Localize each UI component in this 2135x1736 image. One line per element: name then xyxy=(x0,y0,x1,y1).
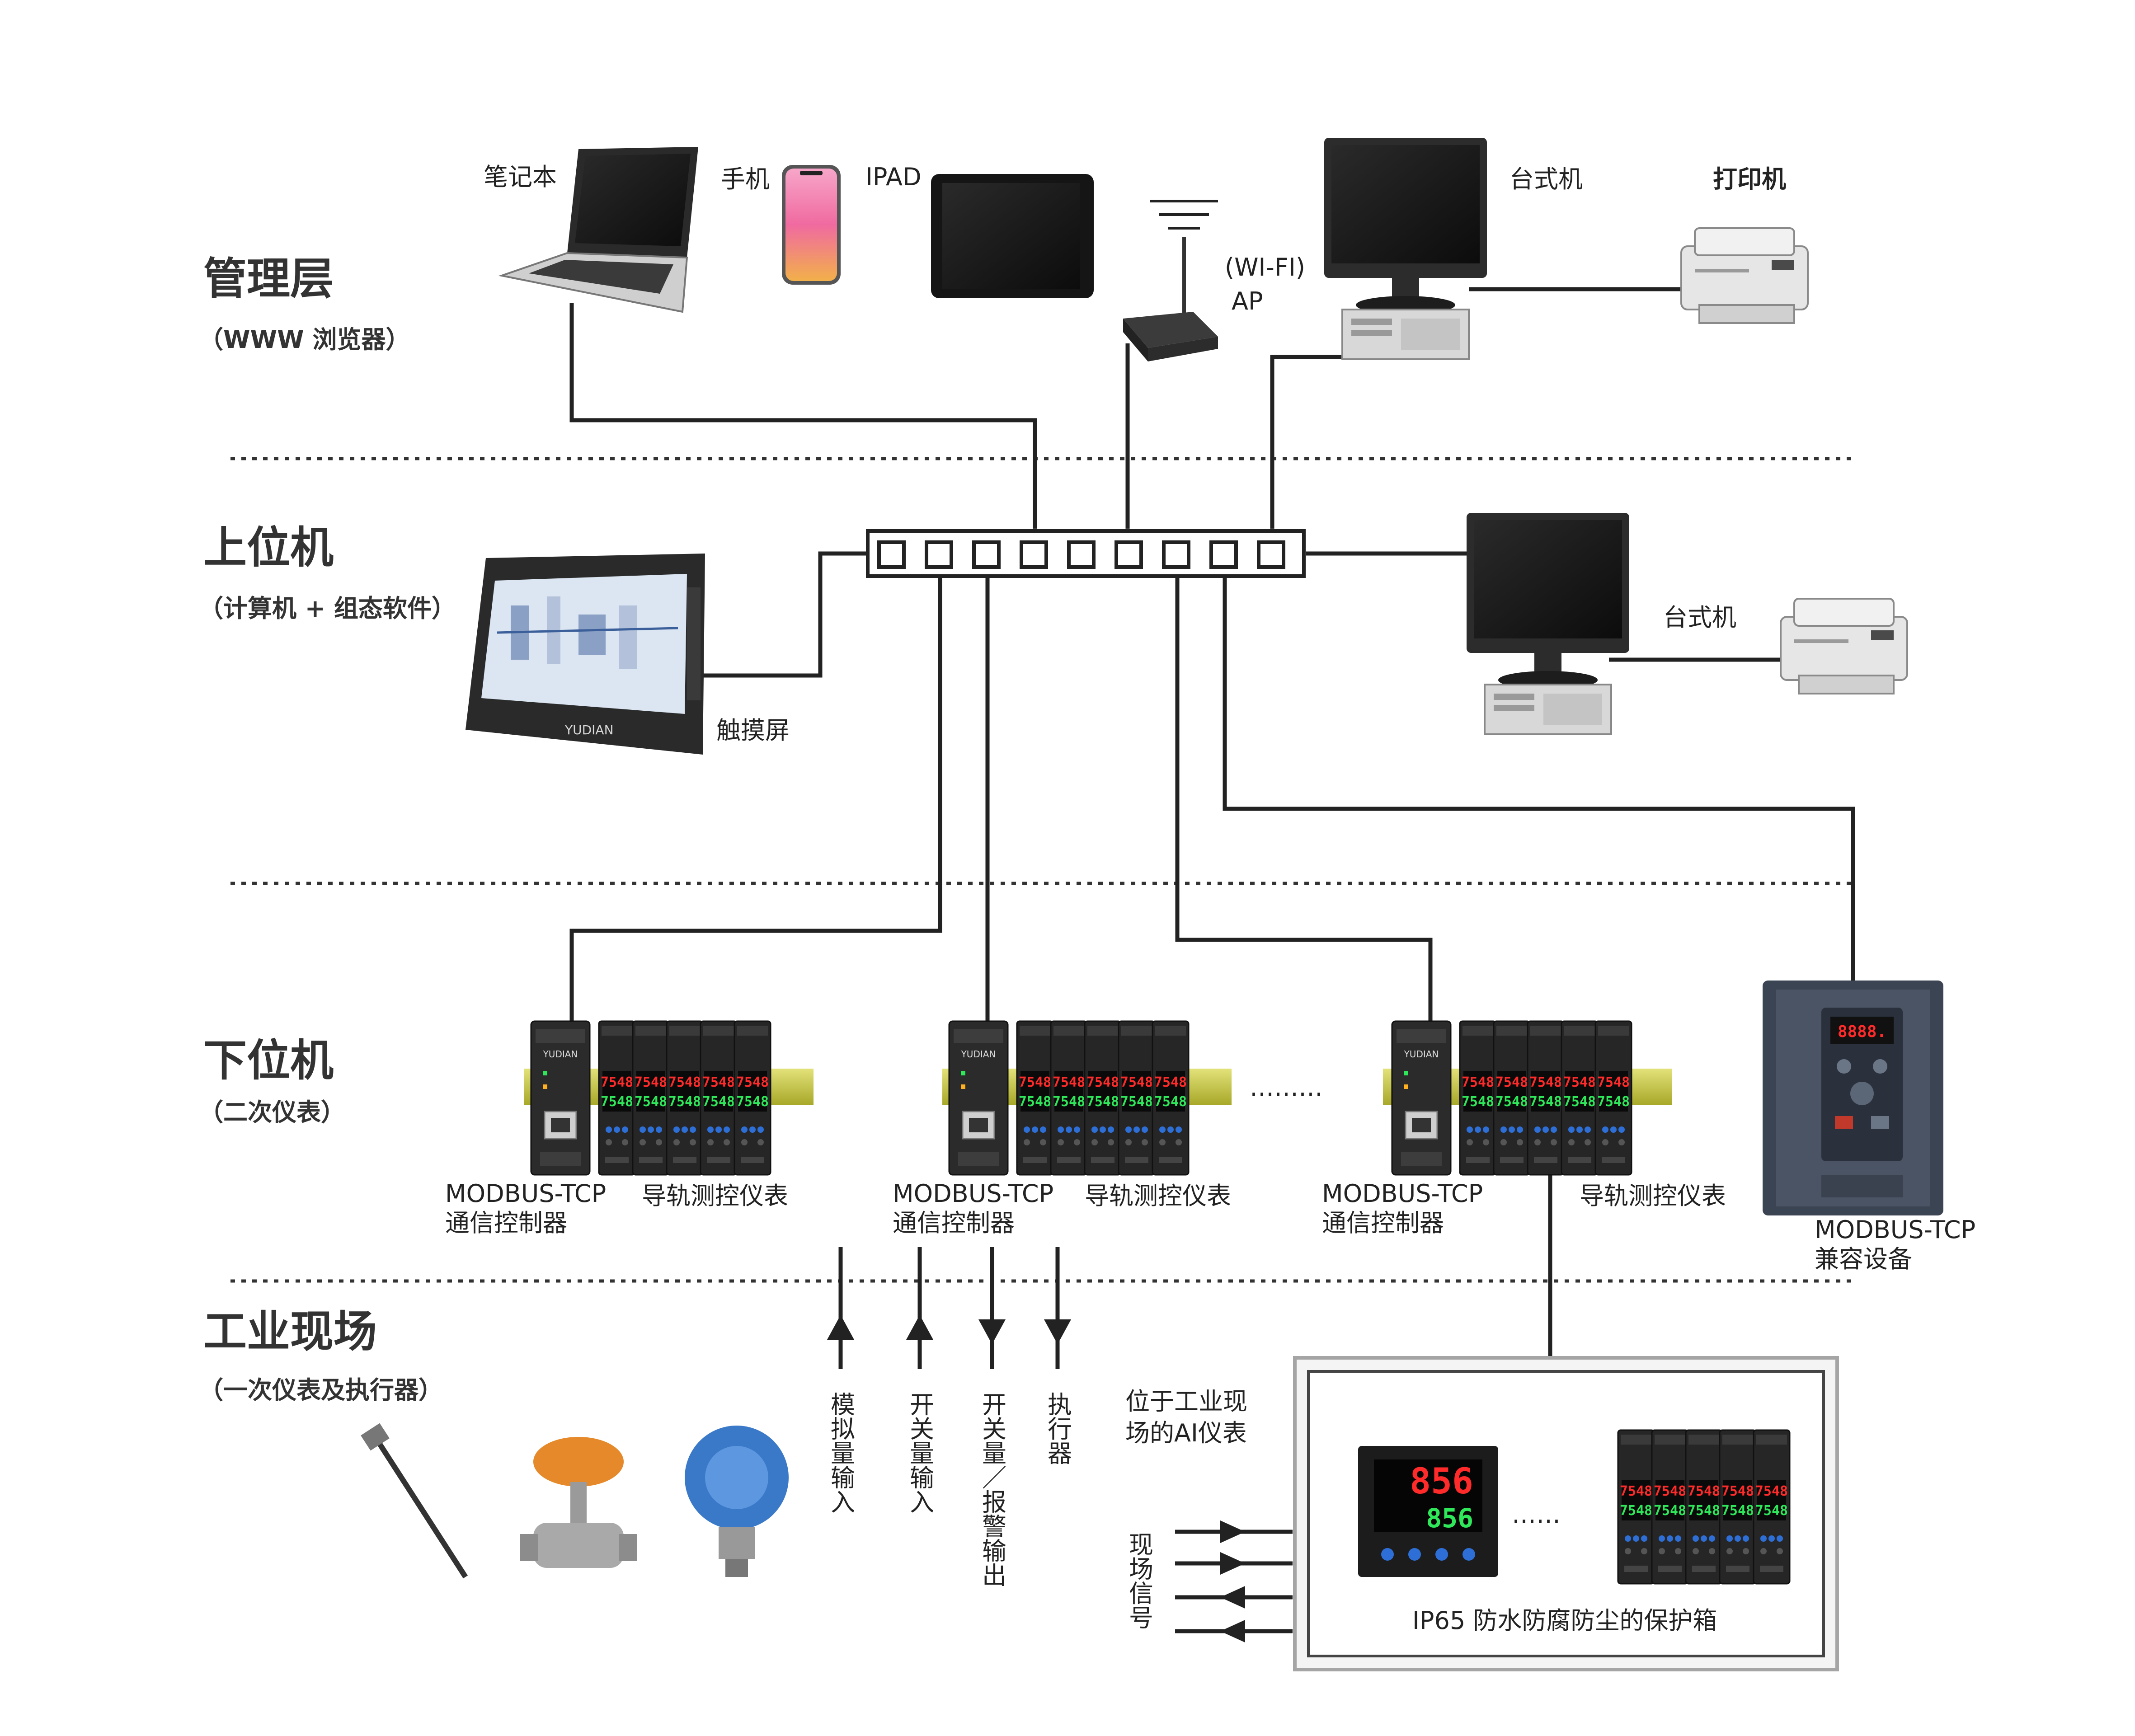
signal-actuator: 执行器 xyxy=(1044,1392,1072,1465)
label-field-signal: 现场信号 xyxy=(1125,1532,1153,1629)
label-ctrl2-line1: MODBUS-TCP xyxy=(893,1179,1053,1208)
label-ctrl3-line2: 通信控制器 xyxy=(1322,1209,1444,1237)
label-printer: 打印机 xyxy=(1713,165,1786,193)
ai-panel-meter-icon: 856 856 xyxy=(1358,1446,1498,1577)
label-ap-line1: (WI-FI) xyxy=(1225,253,1305,282)
signal-arrows xyxy=(827,1247,1071,1369)
layer-subtitle-field: （一次仪表及执行器） xyxy=(199,1376,443,1404)
label-desktop-top: 台式机 xyxy=(1510,165,1583,193)
label-ctrl1-line2: 通信控制器 xyxy=(445,1209,567,1237)
control-valve-icon xyxy=(520,1437,637,1568)
label-ai-line2: 场的AI仪表 xyxy=(1125,1419,1247,1447)
label-rail1: 导轨测控仪表 xyxy=(642,1182,788,1210)
label-compat-line1: MODBUS-TCP xyxy=(1815,1215,1975,1244)
layer-title-management: 管理层 xyxy=(203,253,334,304)
layer-title-field: 工业现场 xyxy=(203,1306,377,1357)
inverter-icon: 8888. xyxy=(1763,981,1943,1215)
laptop-icon xyxy=(498,147,698,313)
label-ctrl2-line2: 通信控制器 xyxy=(893,1209,1015,1237)
label-ctrl1-line1: MODBUS-TCP xyxy=(445,1179,606,1208)
layer-subtitle-lower: （二次仪表） xyxy=(199,1098,345,1126)
label-ctrl3-line1: MODBUS-TCP xyxy=(1322,1179,1483,1208)
thermocouple-probe-icon xyxy=(361,1423,468,1579)
label-compat-line2: 兼容设备 xyxy=(1815,1245,1912,1273)
label-ap-line2: AP xyxy=(1232,287,1263,315)
label-phone: 手机 xyxy=(721,165,770,193)
layer-subtitle-host: （计算机 + 组态软件） xyxy=(199,594,456,623)
label-ai-line1: 位于工业现 xyxy=(1125,1387,1247,1416)
label-ipad: IPAD xyxy=(865,163,922,191)
layer-subtitle-management: （WWW 浏览器） xyxy=(199,325,410,354)
network-switch xyxy=(866,529,1306,578)
ipad-icon xyxy=(931,174,1094,298)
printer-icon xyxy=(1680,227,1809,324)
wifi-ap-icon xyxy=(1123,200,1218,361)
box-dots: …… xyxy=(1512,1500,1561,1529)
pressure-transmitter-icon xyxy=(685,1426,789,1577)
phone-icon xyxy=(782,165,841,285)
controller-group-2 xyxy=(942,1020,1232,1176)
field-signal-arrows xyxy=(1175,1520,1293,1642)
label-desktop-mid: 台式机 xyxy=(1663,603,1736,632)
desktop-computer-icon xyxy=(1323,137,1488,360)
touchscreen-icon: YUDIAN xyxy=(466,554,705,755)
label-box-caption: IP65 防水防腐防尘的保护箱 xyxy=(1412,1606,1717,1635)
label-rail3: 导轨测控仪表 xyxy=(1580,1182,1726,1210)
box-rail-meters xyxy=(1617,1429,1791,1585)
desktop-computer-icon-mid xyxy=(1466,512,1630,735)
label-touchscreen: 触摸屏 xyxy=(716,716,790,745)
printer-icon-mid xyxy=(1780,598,1908,694)
touchscreen-brand: YUDIAN xyxy=(564,723,614,737)
ai-sv-readout: 856 xyxy=(1426,1503,1473,1534)
layer-title-host: 上位机 xyxy=(203,522,334,573)
label-laptop: 笔记本 xyxy=(484,163,557,191)
layer-title-lower: 下位机 xyxy=(203,1035,334,1086)
controller-group-1 xyxy=(524,1020,814,1176)
signal-switch-input: 开关量输入 xyxy=(906,1392,934,1514)
inverter-display: 8888. xyxy=(1838,1023,1886,1041)
signal-analog-input: 模拟量输入 xyxy=(827,1392,855,1514)
signal-switch-alarm-output: 开关量／报警输出 xyxy=(978,1392,1006,1587)
label-rail2: 导轨测控仪表 xyxy=(1085,1182,1231,1210)
network-wires xyxy=(569,287,1855,1446)
group-ellipsis: ……… xyxy=(1250,1073,1323,1102)
controller-group-3 xyxy=(1383,1020,1672,1176)
ai-pv-readout: 856 xyxy=(1410,1461,1473,1502)
